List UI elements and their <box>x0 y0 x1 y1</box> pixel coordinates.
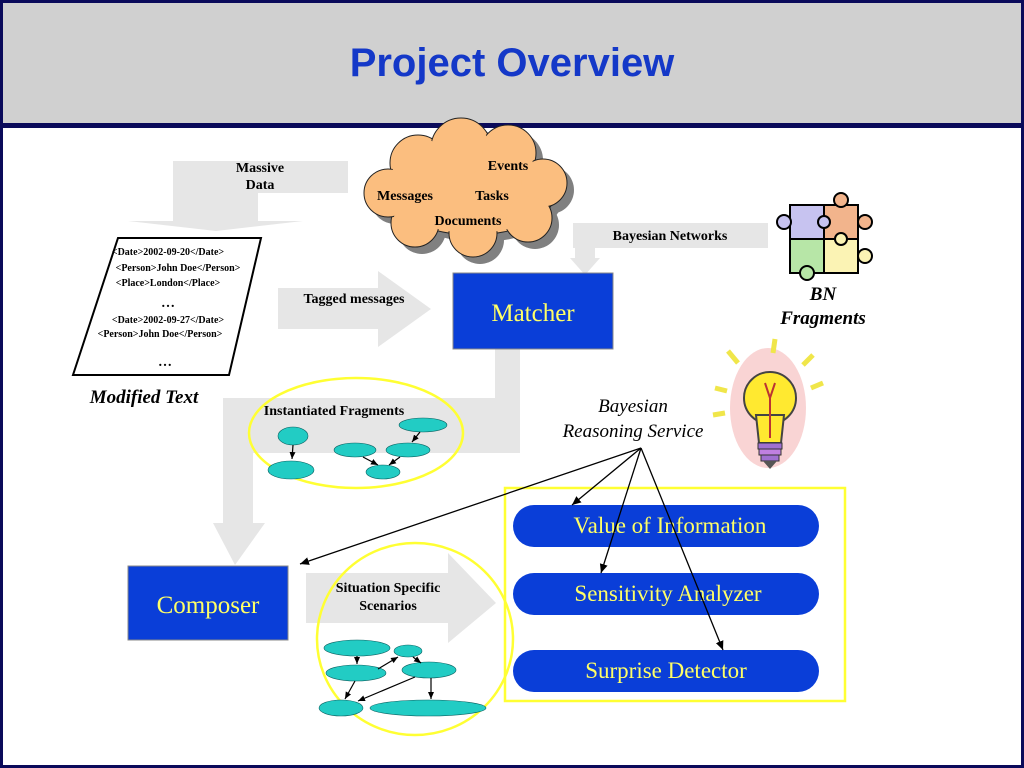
modified-text-document <box>71 237 263 376</box>
overview-diagram: Massive Data Events Me <box>71 117 873 737</box>
modules-container <box>503 486 847 703</box>
doc-line-6: <Person>John Doe</Person> <box>98 329 223 340</box>
lightbulb-icon <box>712 338 824 469</box>
tagged-messages-label: Tagged messages <box>304 292 406 307</box>
bn-fragments-label-2: Fragments <box>779 308 866 329</box>
massive-data-label-1: Massive <box>236 161 284 176</box>
module-label-voi: Value of Information <box>574 513 767 538</box>
scenario-network-group <box>315 541 515 737</box>
composer-box <box>127 565 289 641</box>
data-cloud <box>363 117 574 264</box>
doc-line-1: <Date>2002-09-20</Date> <box>112 247 225 258</box>
massive-data-arrow <box>128 161 348 231</box>
scenarios-label-1: Situation Specific <box>336 581 441 596</box>
doc-line-3: <Place>London</Place> <box>116 278 221 289</box>
cloud-documents: Documents <box>435 214 502 229</box>
modified-text-caption: Modified Text <box>89 387 199 408</box>
module-label-sensitivity: Sensitivity Analyzer <box>574 581 762 606</box>
massive-data-label-2: Data <box>246 178 275 193</box>
instantiated-fragments-label: Instantiated Fragments <box>264 404 405 419</box>
bayesian-networks-arrow <box>570 223 768 275</box>
matcher-box <box>452 272 614 350</box>
scenarios-arrow <box>306 553 496 643</box>
reasoning-service-label-2: Reasoning Service <box>562 421 704 442</box>
composer-label: Composer <box>157 592 260 619</box>
reasoning-arrows <box>299 447 724 651</box>
matcher-label: Matcher <box>491 300 575 327</box>
instantiated-fragments-group <box>247 376 465 490</box>
doc-line-2: <Person>John Doe</Person> <box>116 263 241 274</box>
module-surprise-detector <box>513 650 819 692</box>
doc-line-7: … <box>158 355 172 370</box>
doc-line-4: … <box>161 296 175 311</box>
scenarios-label-2: Scenarios <box>359 599 417 614</box>
cloud-events: Events <box>488 159 529 174</box>
reasoning-service-label-1: Bayesian <box>598 396 668 417</box>
cloud-tasks: Tasks <box>475 189 509 204</box>
module-value-of-information <box>513 505 819 547</box>
module-sensitivity-analyzer <box>513 573 819 615</box>
cloud-messages: Messages <box>377 189 434 204</box>
puzzle-icon <box>776 192 873 281</box>
tagged-messages-arrow <box>278 271 431 347</box>
bayesian-networks-label: Bayesian Networks <box>613 229 728 244</box>
module-label-surprise: Surprise Detector <box>585 658 747 683</box>
doc-line-5: <Date>2002-09-27</Date> <box>112 315 225 326</box>
bn-fragments-label-1: BN <box>809 284 838 305</box>
page-title: Project Overview <box>349 41 675 85</box>
